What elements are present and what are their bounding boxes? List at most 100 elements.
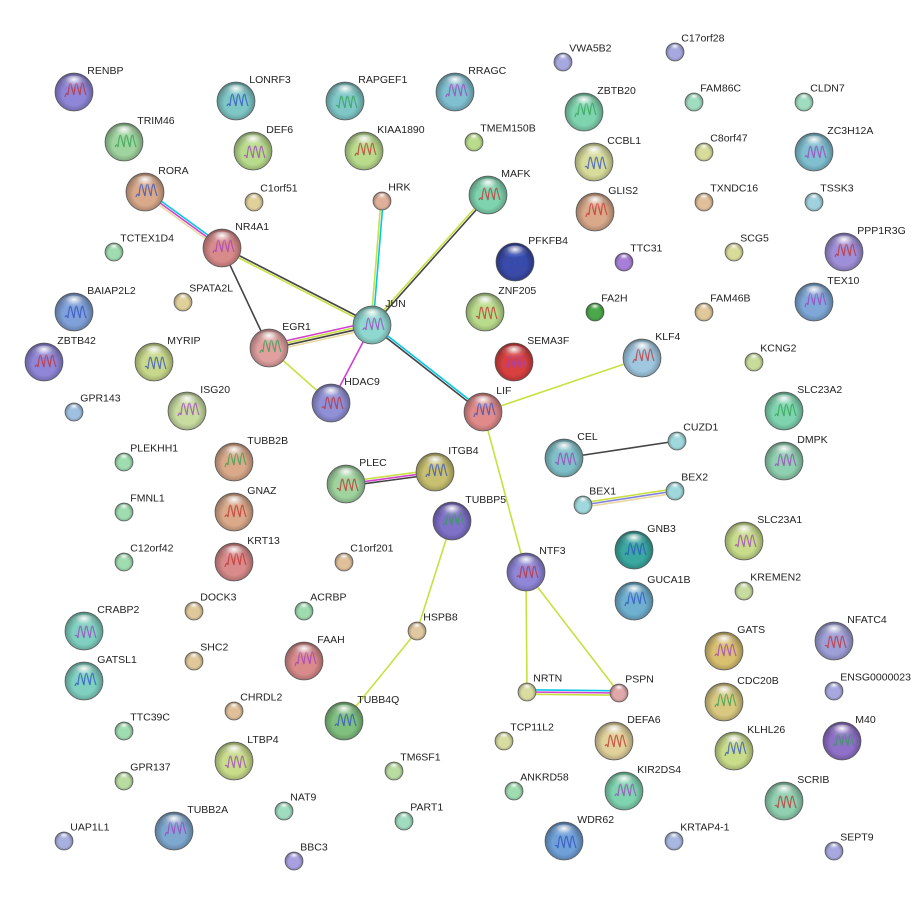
node-baiap2l2[interactable]: BAIAP2L2	[54, 285, 136, 332]
node-hspb8[interactable]: HSPB8	[407, 611, 458, 641]
node-gatsl1[interactable]: GATSL1	[64, 654, 137, 701]
node-pfkfb4[interactable]: PFKFB4	[495, 235, 568, 282]
node-nfatc4[interactable]: NFATC4	[814, 614, 887, 661]
node-tubb4q[interactable]: TUBB4Q	[324, 694, 399, 741]
node-tubb2a[interactable]: TUBB2A	[154, 804, 228, 851]
node-nr4a1[interactable]: NR4A1	[202, 221, 269, 268]
node-itgb4[interactable]: ITGB4	[415, 445, 479, 492]
node-trim46[interactable]: TRIM46	[104, 115, 175, 162]
node-crabp2[interactable]: CRABP2	[64, 604, 139, 651]
node-glis2[interactable]: GLIS2	[575, 185, 638, 232]
node-jun[interactable]: JUN	[352, 298, 406, 345]
node-acrbp[interactable]: ACRBP	[294, 591, 346, 621]
node-slc23a2[interactable]: SLC23A2	[764, 384, 842, 431]
node-vwa5b2[interactable]: VWA5B2	[553, 42, 612, 72]
node-bex1[interactable]: BEX1	[573, 485, 616, 515]
node-tm6sf1[interactable]: TM6SF1	[384, 751, 441, 781]
node-txndc16[interactable]: TXNDC16	[694, 182, 758, 212]
node-cdc20b[interactable]: CDC20B	[704, 675, 779, 722]
node-tcp11l2[interactable]: TCP11L2	[494, 721, 554, 751]
node-kir2ds4[interactable]: KIR2DS4	[604, 764, 681, 811]
node-c1orf201[interactable]: C1orf201	[334, 542, 394, 572]
node-tubbp5[interactable]: TUBBP5	[432, 494, 506, 541]
node-tubb2b[interactable]: TUBB2B	[214, 435, 288, 482]
node-bbc3[interactable]: BBC3	[284, 841, 328, 871]
node-ensg0000023[interactable]: ENSG0000023	[824, 671, 911, 701]
node-defa6[interactable]: DEFA6	[594, 714, 661, 761]
node-zbtb42[interactable]: ZBTB42	[24, 335, 96, 382]
node-c12orf42[interactable]: C12orf42	[114, 542, 174, 572]
node-sept9[interactable]: SEPT9	[824, 831, 874, 861]
node-scg5[interactable]: SCG5	[724, 232, 769, 262]
node-ttc31[interactable]: TTC31	[614, 242, 663, 272]
edge-bex1-bex2[interactable]	[582, 488, 676, 508]
node-ltbp4[interactable]: LTBP4	[214, 734, 279, 781]
edge-lif-klf4[interactable]	[482, 357, 643, 413]
node-spata2l[interactable]: SPATA2L	[173, 282, 233, 312]
node-cuzd1[interactable]: CUZD1	[667, 421, 718, 451]
node-krt13[interactable]: KRT13	[214, 535, 280, 582]
node-rragc[interactable]: RRAGC	[435, 65, 507, 112]
node-hrk[interactable]: HRK	[372, 181, 410, 211]
node-renbp[interactable]: RENBP	[54, 65, 123, 112]
edge-mafk-jun[interactable]	[370, 193, 490, 327]
node-hdac9[interactable]: HDAC9	[311, 376, 380, 423]
node-myrip[interactable]: MYRIP	[134, 335, 201, 382]
node-fa2h[interactable]: FA2H	[585, 292, 628, 322]
node-rora[interactable]: RORA	[125, 165, 189, 212]
node-cldn7[interactable]: CLDN7	[794, 82, 845, 112]
node-shc2[interactable]: SHC2	[184, 641, 228, 671]
node-ttc39c[interactable]: TTC39C	[114, 711, 170, 741]
node-ntf3[interactable]: NTF3	[506, 545, 566, 592]
node-gpr143[interactable]: GPR143	[64, 392, 121, 422]
node-zc3h12a[interactable]: ZC3H12A	[794, 125, 873, 172]
node-gats[interactable]: GATS	[704, 624, 765, 671]
node-tssk3[interactable]: TSSK3	[804, 182, 854, 212]
edge-lif-ntf3[interactable]	[482, 411, 527, 573]
node-m40[interactable]: M40	[822, 714, 876, 761]
node-wdr62[interactable]: WDR62	[544, 814, 614, 861]
node-tctex1d4[interactable]: TCTEX1D4	[104, 232, 174, 262]
node-ankrd58[interactable]: ANKRD58	[504, 771, 569, 801]
node-part1[interactable]: PART1	[394, 801, 443, 831]
node-c17orf28[interactable]: C17orf28	[665, 32, 725, 62]
node-chrdl2[interactable]: CHRDL2	[224, 691, 282, 721]
node-nat9[interactable]: NAT9	[274, 791, 317, 821]
node-egr1[interactable]: EGR1	[249, 321, 311, 368]
node-kcng2[interactable]: KCNG2	[744, 342, 797, 372]
node-zbtb20[interactable]: ZBTB20	[564, 85, 636, 132]
node-tmem150b[interactable]: TMEM150B	[464, 122, 536, 152]
node-kiaa1890[interactable]: KIAA1890	[344, 124, 425, 171]
node-slc23a1[interactable]: SLC23A1	[724, 514, 802, 561]
node-mafk[interactable]: MAFK	[468, 168, 530, 215]
edge-nr4a1-jun[interactable]	[221, 246, 373, 327]
node-plec[interactable]: PLEC	[326, 457, 387, 504]
node-kremen2[interactable]: KREMEN2	[734, 571, 801, 601]
node-klf4[interactable]: KLF4	[622, 331, 681, 378]
node-plekhh1[interactable]: PLEKHH1	[114, 442, 178, 472]
node-gnb3[interactable]: GNB3	[614, 523, 676, 570]
node-ppp1r3g[interactable]: PPP1R3G	[824, 225, 906, 272]
node-fam86c[interactable]: FAM86C	[684, 82, 742, 112]
node-guca1b[interactable]: GUCA1B	[614, 574, 690, 621]
edge-ntf3-nrtn[interactable]	[525, 571, 528, 693]
node-dmpk[interactable]: DMPK	[764, 434, 828, 481]
node-fam46b[interactable]: FAM46B	[694, 292, 751, 322]
node-tex10[interactable]: TEX10	[794, 275, 860, 322]
node-c8orf47[interactable]: C8orf47	[694, 132, 748, 162]
node-ccbl1[interactable]: CCBL1	[574, 135, 641, 182]
node-isg20[interactable]: ISG20	[167, 384, 230, 431]
node-dock3[interactable]: DOCK3	[184, 591, 237, 621]
node-c1orf51[interactable]: C1orf51	[244, 182, 298, 212]
node-nrtn[interactable]: NRTN	[517, 672, 562, 702]
node-fmnl1[interactable]: FMNL1	[114, 492, 165, 522]
node-znf205[interactable]: ZNF205	[465, 285, 536, 332]
node-lif[interactable]: LIF	[463, 385, 511, 432]
node-pspn[interactable]: PSPN	[609, 673, 654, 703]
node-krtap4-1[interactable]: KRTAP4-1	[664, 821, 730, 851]
node-def6[interactable]: DEF6	[233, 124, 293, 171]
edge-ntf3-pspn[interactable]	[525, 571, 620, 694]
node-bex2[interactable]: BEX2	[665, 471, 708, 501]
node-sema3f[interactable]: SEMA3F	[494, 335, 569, 382]
node-uap1l1[interactable]: UAP1L1	[54, 821, 110, 851]
